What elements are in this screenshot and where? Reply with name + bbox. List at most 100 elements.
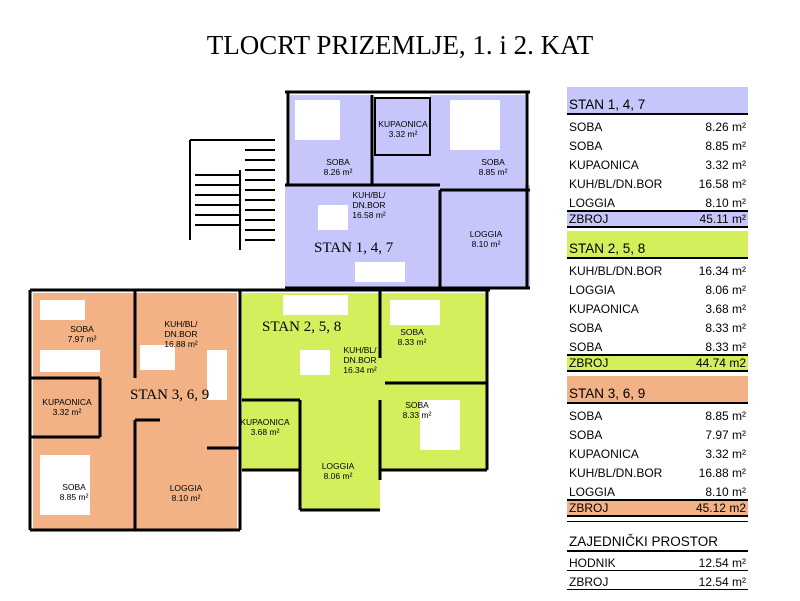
row-value: 8.33 m² [705, 321, 746, 335]
bed [390, 300, 440, 325]
room-area: 16.88 m² [164, 339, 198, 349]
row-value: 45.11 m² [699, 212, 746, 226]
bed [40, 455, 90, 515]
room-name: KUH/BL/ [343, 345, 377, 355]
room-name: DN.BOR [343, 355, 376, 365]
room-area: 8.85 m² [60, 492, 89, 502]
room-area: 8.33 m² [403, 410, 432, 420]
row-value: 16.88 m² [698, 466, 746, 480]
row-label: LOGGIA [569, 196, 616, 210]
row-value: 8.85 m² [705, 409, 746, 423]
row-value: 8.85 m² [705, 139, 746, 153]
row-label: ZBROJ [569, 501, 609, 515]
room-name: DN.BOR [164, 329, 197, 339]
room-name: KUPAONICA [378, 119, 428, 129]
floor-plan: STAN 1, 4, 7 STAN 2, 5, 8 STAN 3, 6, 9 S… [28, 90, 530, 532]
room-name: SOBA [70, 324, 94, 334]
room-name: SOBA [400, 327, 424, 337]
stan2-fill [242, 293, 487, 510]
room-name: DN.BOR [352, 200, 385, 210]
room-name: SOBA [62, 482, 86, 492]
sofa [355, 262, 405, 282]
row-value: 8.06 m² [705, 283, 746, 297]
row-value: 44.74 m2 [695, 356, 746, 370]
room-name: LOGGIA [170, 483, 203, 493]
room-name: LOGGIA [322, 461, 355, 471]
table-row: KUH/BL/DN.BOR 16.88 m² [567, 461, 748, 480]
page-title: TLOCRT PRIZEMLJE, 1. i 2. KAT [206, 30, 594, 60]
table-row: KUPAONICA 3.68 m² [567, 297, 748, 316]
room-area: 8.85 m² [479, 167, 508, 177]
bathroom [374, 97, 431, 156]
table-row: LOGGIA 8.10 m² [567, 480, 748, 499]
row-value: 12.54 m² [698, 556, 746, 570]
table-row: SOBA 8.33 m² [567, 316, 748, 335]
dining-table [140, 345, 175, 370]
room-name: KUH/BL/ [352, 190, 386, 200]
row-value: 45.12 m2 [695, 501, 746, 515]
room-area: 3.32 m² [389, 129, 418, 139]
row-value: 3.68 m² [705, 302, 746, 316]
room-name: KUH/BL/ [164, 319, 198, 329]
table-header: STAN 1, 4, 7 [567, 87, 748, 115]
table-row: SOBA 7.97 m² [567, 423, 748, 442]
row-label: ZBROJ [569, 575, 609, 589]
room-name: KUPAONICA [42, 397, 92, 407]
row-value: 8.10 m² [705, 196, 746, 210]
row-label: SOBA [569, 321, 603, 335]
table-header: STAN 2, 5, 8 [567, 231, 748, 259]
sofa [207, 350, 227, 400]
apartment-stan-3 [28, 288, 242, 532]
table-header: STAN 3, 6, 9 [567, 376, 748, 404]
row-label: KUH/BL/DN.BOR [569, 466, 663, 480]
row-value: 8.10 m² [705, 485, 746, 499]
row-label: LOGGIA [569, 283, 616, 297]
row-value: 8.26 m² [705, 120, 746, 134]
row-label: HODNIK [569, 556, 616, 570]
row-label: ZBROJ [569, 212, 609, 226]
room-name: LOGGIA [470, 229, 503, 239]
row-value: 16.34 m² [698, 264, 746, 278]
bed [40, 350, 100, 372]
row-label: KUPAONICA [569, 447, 639, 461]
room-area: 8.06 m² [324, 471, 353, 481]
room-area: 8.33 m² [398, 337, 427, 347]
stan3-label: STAN 3, 6, 9 [130, 387, 209, 403]
bed [40, 300, 85, 320]
table-row: KUH/BL/DN.BOR 16.34 m² [567, 259, 748, 278]
table-row: KUPAONICA 3.32 m² [567, 442, 748, 461]
row-label: SOBA [569, 428, 603, 442]
stan1-label: STAN 1, 4, 7 [314, 240, 394, 256]
row-value: 3.32 m² [705, 447, 746, 461]
room-area: 3.32 m² [53, 407, 82, 417]
stan2-label: STAN 2, 5, 8 [262, 319, 341, 335]
row-label: SOBA [569, 409, 603, 423]
room-area: 16.58 m² [352, 210, 386, 220]
table-row: LOGGIA 8.10 m² [567, 191, 748, 210]
row-label: SOBA [569, 340, 603, 354]
apartment-stan-2 [240, 288, 490, 512]
total-row: ZBROJ 45.12 m2 [567, 499, 748, 517]
apartment-stan-1 [285, 90, 530, 290]
room-name: SOBA [405, 400, 429, 410]
table-row: SOBA 8.85 m² [567, 404, 748, 423]
row-value: 7.97 m² [705, 428, 746, 442]
staircase [189, 139, 275, 250]
row-label: KUH/BL/DN.BOR [569, 264, 663, 278]
row-value: 3.32 m² [705, 158, 746, 172]
row-value: 16.58 m² [698, 177, 746, 191]
room-area: 3.68 m² [251, 427, 280, 437]
row-label: LOGGIA [569, 485, 616, 499]
row-label: SOBA [569, 120, 603, 134]
room-name: KUPAONICA [240, 417, 290, 427]
room-area: 8.10 m² [472, 239, 501, 249]
row-label: KUPAONICA [569, 302, 639, 316]
bed [295, 100, 340, 140]
